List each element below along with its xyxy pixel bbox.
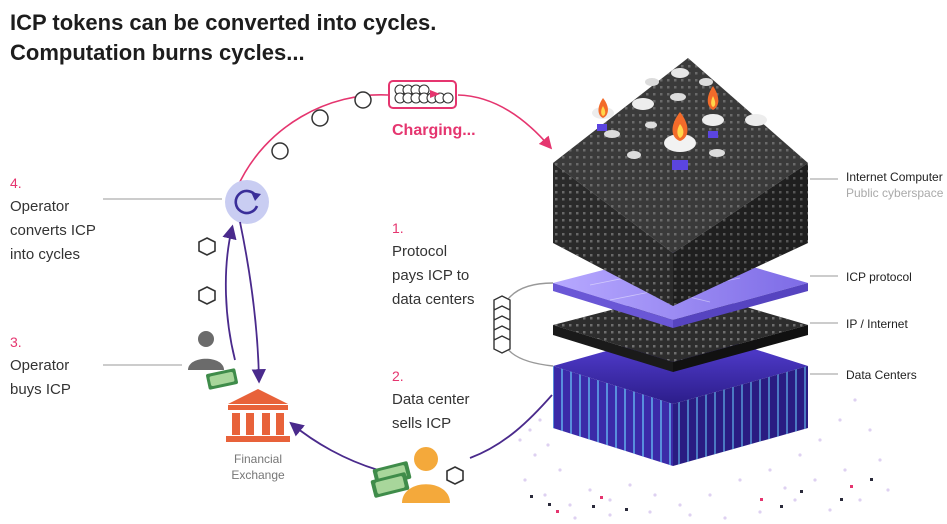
step-1-number: 1. bbox=[392, 220, 404, 236]
title-line-2: Computation burns cycles... bbox=[10, 40, 305, 65]
financial-exchange-line-1: Financial bbox=[233, 452, 283, 466]
step-1-line-1: Protocol bbox=[392, 243, 448, 260]
cycle-token-icon bbox=[271, 91, 372, 160]
step-1-line-3: data centers bbox=[392, 291, 475, 308]
exchange-to-converter-arrow bbox=[222, 224, 237, 361]
step-2-number: 2. bbox=[392, 368, 404, 384]
canister-icon bbox=[592, 68, 767, 170]
flame-icon bbox=[598, 86, 719, 141]
layer-label-public-cyberspace: Public cyberspace bbox=[846, 186, 944, 200]
datacenter-to-exchange-arrow bbox=[289, 421, 379, 471]
layer-label-data-centers: Data Centers bbox=[846, 368, 917, 382]
money-icon bbox=[206, 368, 238, 390]
title-line-1: ICP tokens can be converted into cycles. bbox=[10, 10, 437, 35]
financial-exchange-line-2: Exchange bbox=[231, 468, 285, 482]
step-4-number: 4. bbox=[10, 175, 22, 191]
step-2-line-2: sells ICP bbox=[392, 415, 452, 432]
cycle-flow-arrow bbox=[236, 94, 389, 189]
internet-computer-cube bbox=[553, 58, 808, 306]
step-4-line-3: into cycles bbox=[10, 246, 81, 263]
step-4-label: 4. Operator converts ICP into cycles bbox=[10, 171, 96, 267]
globe-icon bbox=[518, 398, 890, 520]
operator-to-exchange-arrow bbox=[239, 221, 266, 384]
layer-label-internet-computer: Internet Computer bbox=[846, 170, 943, 184]
step-3-label: 3. Operator buys ICP bbox=[10, 330, 71, 402]
icp-token-icon bbox=[198, 237, 464, 485]
step-3-number: 3. bbox=[10, 334, 22, 350]
step-1-label: 1. Protocol pays ICP to data centers bbox=[392, 216, 475, 312]
step-1-line-2: pays ICP to bbox=[392, 267, 470, 284]
step-leader-lines bbox=[103, 198, 222, 366]
step-2-line-1: Data center bbox=[392, 391, 470, 408]
layer-label-ip-internet: IP / Internet bbox=[846, 317, 908, 331]
datacenters-to-seller-arrow bbox=[469, 394, 553, 459]
layer-leader-lines bbox=[810, 178, 838, 375]
money-icon bbox=[370, 461, 412, 498]
step-3-line-2: buys ICP bbox=[10, 381, 71, 398]
operator-person-icon bbox=[188, 331, 224, 370]
step-4-line-1: Operator bbox=[10, 198, 70, 215]
charging-flow-arrow bbox=[457, 94, 553, 150]
step-3-line-1: Operator bbox=[10, 357, 70, 374]
financial-exchange-label: Financial Exchange bbox=[222, 451, 294, 483]
cycles-charging-box bbox=[388, 80, 457, 109]
data-center-person-icon bbox=[402, 447, 450, 503]
layer-label-icp-protocol: ICP protocol bbox=[846, 270, 912, 284]
step-2-label: 2. Data center sells ICP bbox=[392, 364, 470, 436]
convert-cycle-icon bbox=[225, 180, 269, 224]
step-4-line-2: converts ICP bbox=[10, 222, 96, 239]
bank-icon bbox=[226, 389, 290, 442]
page-title: ICP tokens can be converted into cycles.… bbox=[10, 8, 530, 68]
icp-token-stack bbox=[493, 295, 511, 354]
charging-label: Charging... bbox=[392, 122, 476, 139]
